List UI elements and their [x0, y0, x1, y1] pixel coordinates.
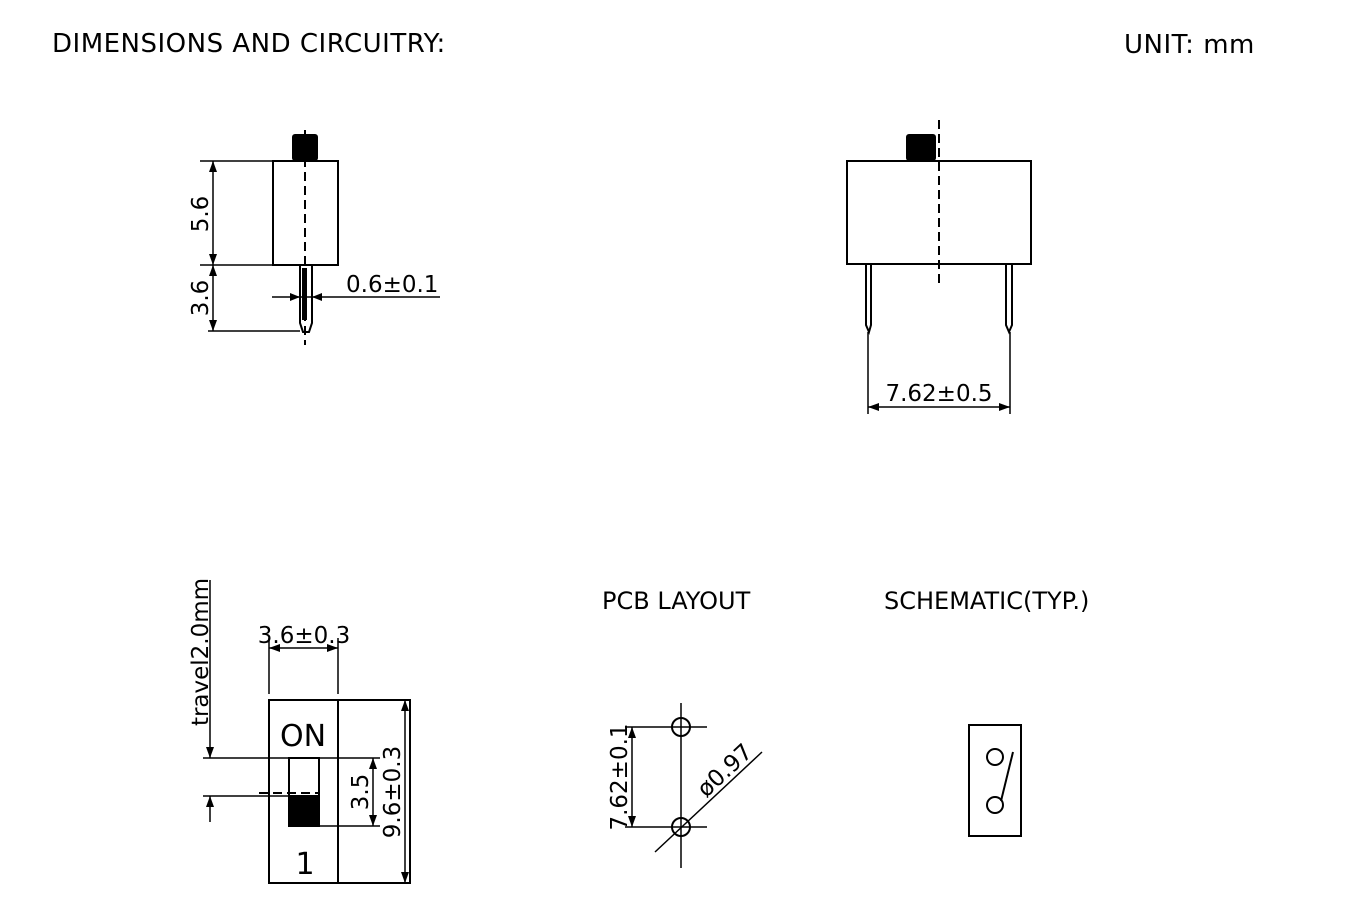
schematic-contact-top [986, 748, 1004, 766]
arrow [369, 758, 377, 769]
travel-dimension: travel2.0mm [188, 578, 214, 726]
arrow [628, 816, 636, 827]
diameter-leader [654, 751, 763, 853]
arrow [401, 872, 409, 883]
front-view-right-pin [1005, 264, 1013, 335]
hole-diameter-dimension: ø0.97 [692, 739, 757, 803]
body-length-dimension: 9.6±0.3 [380, 746, 406, 838]
arrow [209, 254, 217, 265]
pcb-layout: PCB LAYOUT 7.62±0.1 ø0.97 [602, 587, 763, 868]
arrow [209, 161, 217, 172]
arrow [206, 796, 214, 807]
on-label: ON [280, 719, 326, 754]
top-view-body [268, 699, 411, 884]
arrow [868, 403, 879, 411]
pcb-hole-top [671, 717, 691, 737]
schematic: SCHEMATIC(TYP.) [884, 587, 1089, 837]
pin-length-dimension: 3.6 [188, 280, 214, 317]
top-view: ON 1 travel2.0mm 3.6±0.3 3.5 9.6±0.3 [188, 578, 411, 884]
schematic-contact-bottom [986, 796, 1004, 814]
front-view-left-pin [865, 264, 872, 335]
drawing-title: DIMENSIONS AND CIRCUITRY: [52, 29, 446, 59]
arrow [269, 644, 280, 652]
side-view: 5.6 3.6 0.6±0.1 [188, 130, 440, 345]
schematic-frame [968, 724, 1022, 837]
hole-spacing-dimension: 7.62±0.1 [607, 723, 633, 830]
position-number: 1 [295, 847, 314, 882]
pcb-layout-title: PCB LAYOUT [602, 587, 751, 615]
front-view: 7.62±0.5 [846, 120, 1032, 414]
side-view-pin-shade [302, 268, 307, 320]
arrow [628, 727, 636, 738]
arrow [209, 265, 217, 276]
front-view-actuator [906, 134, 936, 161]
pcb-hole-bottom [671, 817, 691, 837]
arrow [999, 403, 1010, 411]
arrow [369, 815, 377, 826]
body-height-dimension: 5.6 [188, 196, 214, 233]
arrow [327, 644, 338, 652]
pin-width-dimension: 0.6±0.1 [346, 272, 438, 298]
arrow [290, 293, 300, 301]
schematic-title: SCHEMATIC(TYP.) [884, 587, 1089, 615]
arrow [206, 747, 214, 758]
side-view-pin [299, 265, 313, 333]
pin-spacing-dimension: 7.62±0.5 [885, 381, 992, 407]
arrow [401, 700, 409, 711]
schematic-switch-arm [1000, 751, 1014, 802]
actuator-width-dimension: 3.6±0.3 [258, 623, 350, 649]
actuator-length-dimension: 3.5 [348, 774, 374, 811]
unit-label: UNIT: mm [1124, 30, 1255, 60]
arrow [209, 320, 217, 331]
arrow [312, 293, 322, 301]
slider-knob [289, 795, 319, 826]
